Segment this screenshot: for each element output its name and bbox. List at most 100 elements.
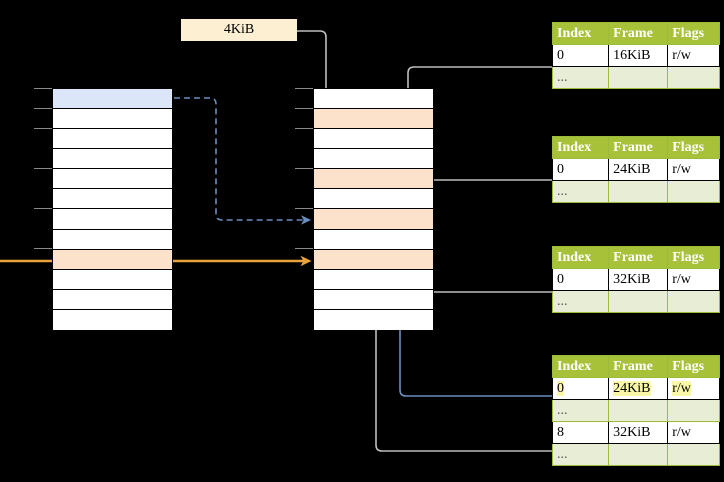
cell-frame: 24KiB <box>608 377 669 400</box>
column-header-index: Index <box>551 136 610 159</box>
cell-index: ... <box>551 66 610 89</box>
physical-memory-column <box>313 88 434 330</box>
memory-row <box>53 129 172 150</box>
cell-index: ... <box>551 180 610 203</box>
memory-row <box>314 209 433 230</box>
cell-frame <box>608 443 669 466</box>
wire-table4-row8-to-frame <box>372 266 552 452</box>
cell-flags <box>667 290 720 313</box>
memory-row <box>314 129 433 150</box>
cell-flags: r/w <box>667 421 720 444</box>
column-header-frame: Frame <box>608 355 669 378</box>
virtual-address-space-column <box>52 88 173 330</box>
cell-frame <box>608 290 669 313</box>
column-header-index: Index <box>551 355 610 378</box>
tick-mark <box>295 248 313 249</box>
highlighted-value: 24KiB <box>613 381 651 396</box>
column-header-index: Index <box>551 246 610 269</box>
memory-row <box>314 249 433 270</box>
tick-mark <box>295 168 313 169</box>
cell-flags <box>667 399 720 422</box>
cell-index: 0 <box>551 158 610 181</box>
tick-mark <box>295 88 313 89</box>
wire-virtual-to-physical-dashed <box>174 97 311 225</box>
cell-index: 0 <box>551 268 610 291</box>
cell-flags: r/w <box>667 377 720 400</box>
column-header-frame: Frame <box>608 22 669 45</box>
cell-index: ... <box>551 290 610 313</box>
table-row: 0 24KiB r/w <box>551 377 720 400</box>
table-row: ... <box>551 399 720 422</box>
highlighted-value: 0 <box>557 381 564 396</box>
cell-flags <box>667 443 720 466</box>
table-row: ... <box>551 290 720 313</box>
memory-row <box>53 149 172 170</box>
column-header-flags: Flags <box>667 136 720 159</box>
cell-index: 0 <box>551 377 610 400</box>
column-header-frame: Frame <box>608 246 669 269</box>
column-header-flags: Flags <box>667 22 720 45</box>
memory-row <box>53 169 172 190</box>
cell-frame <box>608 399 669 422</box>
cell-frame: 32KiB <box>608 421 669 444</box>
memory-row <box>53 269 172 290</box>
tick-mark <box>295 128 313 129</box>
cell-index: 0 <box>551 44 610 67</box>
cell-flags <box>667 66 720 89</box>
cell-frame: 16KiB <box>608 44 669 67</box>
column-header-index: Index <box>551 22 610 45</box>
memory-row <box>314 229 433 250</box>
memory-row <box>53 189 172 210</box>
cell-index: ... <box>551 399 610 422</box>
memory-row <box>53 89 172 110</box>
tick-mark <box>34 168 52 169</box>
column-header-frame: Frame <box>608 136 669 159</box>
tick-mark <box>295 208 313 209</box>
memory-row <box>53 309 172 330</box>
cell-flags: r/w <box>667 158 720 181</box>
column-header-flags: Flags <box>667 246 720 269</box>
memory-row <box>314 169 433 190</box>
wire-table2-to-frame <box>416 179 552 219</box>
wire-table1-to-frame <box>404 66 552 179</box>
cell-frame: 24KiB <box>608 158 669 181</box>
tick-mark <box>34 208 52 209</box>
tick-mark <box>34 248 52 249</box>
highlighted-value: r/w <box>672 381 691 396</box>
cell-index: ... <box>551 443 610 466</box>
memory-row <box>314 89 433 110</box>
cell-flags: r/w <box>667 268 720 291</box>
page-size-label: 4KiB <box>181 19 297 41</box>
table-row: ... <box>551 443 720 466</box>
memory-row <box>314 149 433 170</box>
tick-mark <box>34 88 52 89</box>
column-header-flags: Flags <box>667 355 720 378</box>
cell-flags: r/w <box>667 44 720 67</box>
memory-row <box>314 189 433 210</box>
cell-frame <box>608 180 669 203</box>
tick-mark <box>34 128 52 129</box>
table-row: ... <box>551 66 720 89</box>
table-row: ... <box>551 180 720 203</box>
wire-table4-row0-to-frame <box>395 217 552 397</box>
cell-frame: 32KiB <box>608 268 669 291</box>
memory-row <box>314 109 433 130</box>
memory-row <box>53 229 172 250</box>
cell-flags <box>667 180 720 203</box>
cell-frame <box>608 66 669 89</box>
memory-row <box>53 289 172 310</box>
tick-mark <box>34 108 52 109</box>
wire-4kib-to-frame <box>296 30 330 109</box>
memory-row <box>53 109 172 130</box>
